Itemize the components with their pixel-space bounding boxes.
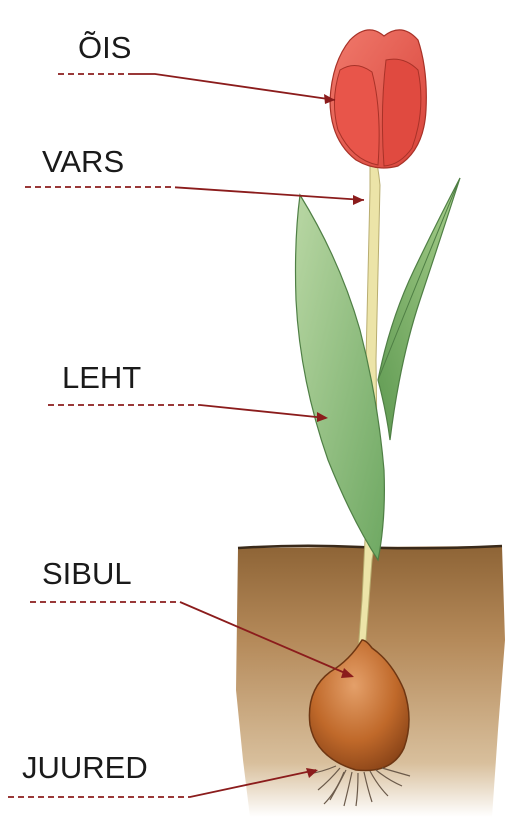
label-roots: JUURED — [22, 752, 148, 783]
leaf-right-fold — [378, 178, 460, 380]
leader-flower — [58, 74, 335, 100]
label-leaf: LEHT — [62, 362, 141, 393]
label-stem: VARS — [42, 146, 124, 177]
leader-stem — [25, 187, 364, 200]
label-flower: ÕIS — [78, 32, 131, 63]
label-bulb: SIBUL — [42, 558, 132, 589]
leaf-right — [378, 178, 460, 440]
petal-front-left — [334, 65, 379, 165]
arrowhead-stem — [353, 195, 364, 205]
leader-leaf — [48, 405, 326, 418]
